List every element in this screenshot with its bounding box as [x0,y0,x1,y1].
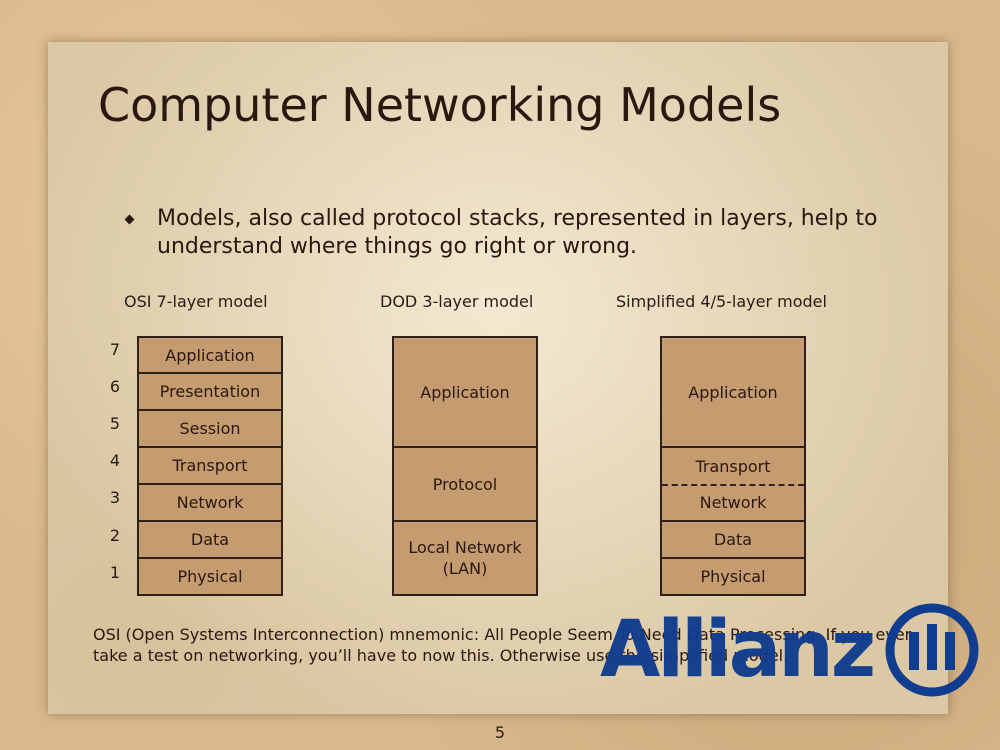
osi-layer-number: 4 [109,451,121,470]
simplified-layer-application: Application [660,336,806,448]
layer-label: Physical [177,567,243,586]
osi-stack: Application Presentation Session Transpo… [137,336,283,596]
layer-label: Presentation [159,382,261,401]
osi-layer-number: 3 [109,488,121,507]
dod-model-title: DOD 3-layer model [380,292,534,311]
osi-layer-session: Session [137,411,283,448]
footer-note: OSI (Open Systems Interconnection) mnemo… [93,625,912,665]
dod-layer-lan: Local Network (LAN) [392,522,538,596]
layer-label: Protocol [432,474,498,494]
simplified-stack: Application Transport Network Data Physi… [660,336,806,596]
dod-layer-application: Application [392,336,538,448]
dashed-divider [662,484,804,486]
allianz-emblem-icon [885,603,979,697]
osi-layer-number: 2 [109,526,121,545]
dod-stack: Application Protocol Local Network (LAN) [392,336,538,596]
allianz-logo-wordmark: Allianz [600,605,876,695]
osi-layer-transport: Transport [137,448,283,485]
layer-label: Data [713,530,753,549]
osi-layer-number: 1 [109,563,121,582]
layer-label: Application [688,382,778,402]
layer-label: Transport [172,456,248,475]
layer-label: Data [190,530,230,549]
osi-layer-presentation: Presentation [137,374,283,411]
osi-layer-number: 7 [109,340,121,359]
osi-layer-network: Network [137,485,283,522]
layer-label: Transport [695,456,771,476]
osi-layer-application: Application [137,336,283,374]
osi-layer-number: 6 [109,377,121,396]
page-number: 5 [494,723,506,742]
layer-label: Application [165,345,255,365]
layer-label: Application [420,382,510,402]
layer-label: Session [179,419,241,438]
page-title: Computer Networking Models [98,78,782,132]
simplified-model-title: Simplified 4/5-layer model [616,292,827,311]
allianz-logo: Allianz [600,600,982,700]
layer-label: Local Network (LAN) [408,538,522,578]
simplified-layer-physical: Physical [660,559,806,596]
layer-label: Network [699,492,767,512]
osi-model-title: OSI 7-layer model [124,292,268,311]
osi-layer-data: Data [137,522,283,559]
dod-layer-protocol: Protocol [392,448,538,522]
simplified-layer-data: Data [660,522,806,559]
osi-layer-physical: Physical [137,559,283,596]
layer-label: Network [176,493,244,512]
layer-label: Physical [700,567,766,586]
bullet-text: Models, also called protocol stacks, rep… [157,206,878,259]
osi-layer-number: 5 [109,414,121,433]
